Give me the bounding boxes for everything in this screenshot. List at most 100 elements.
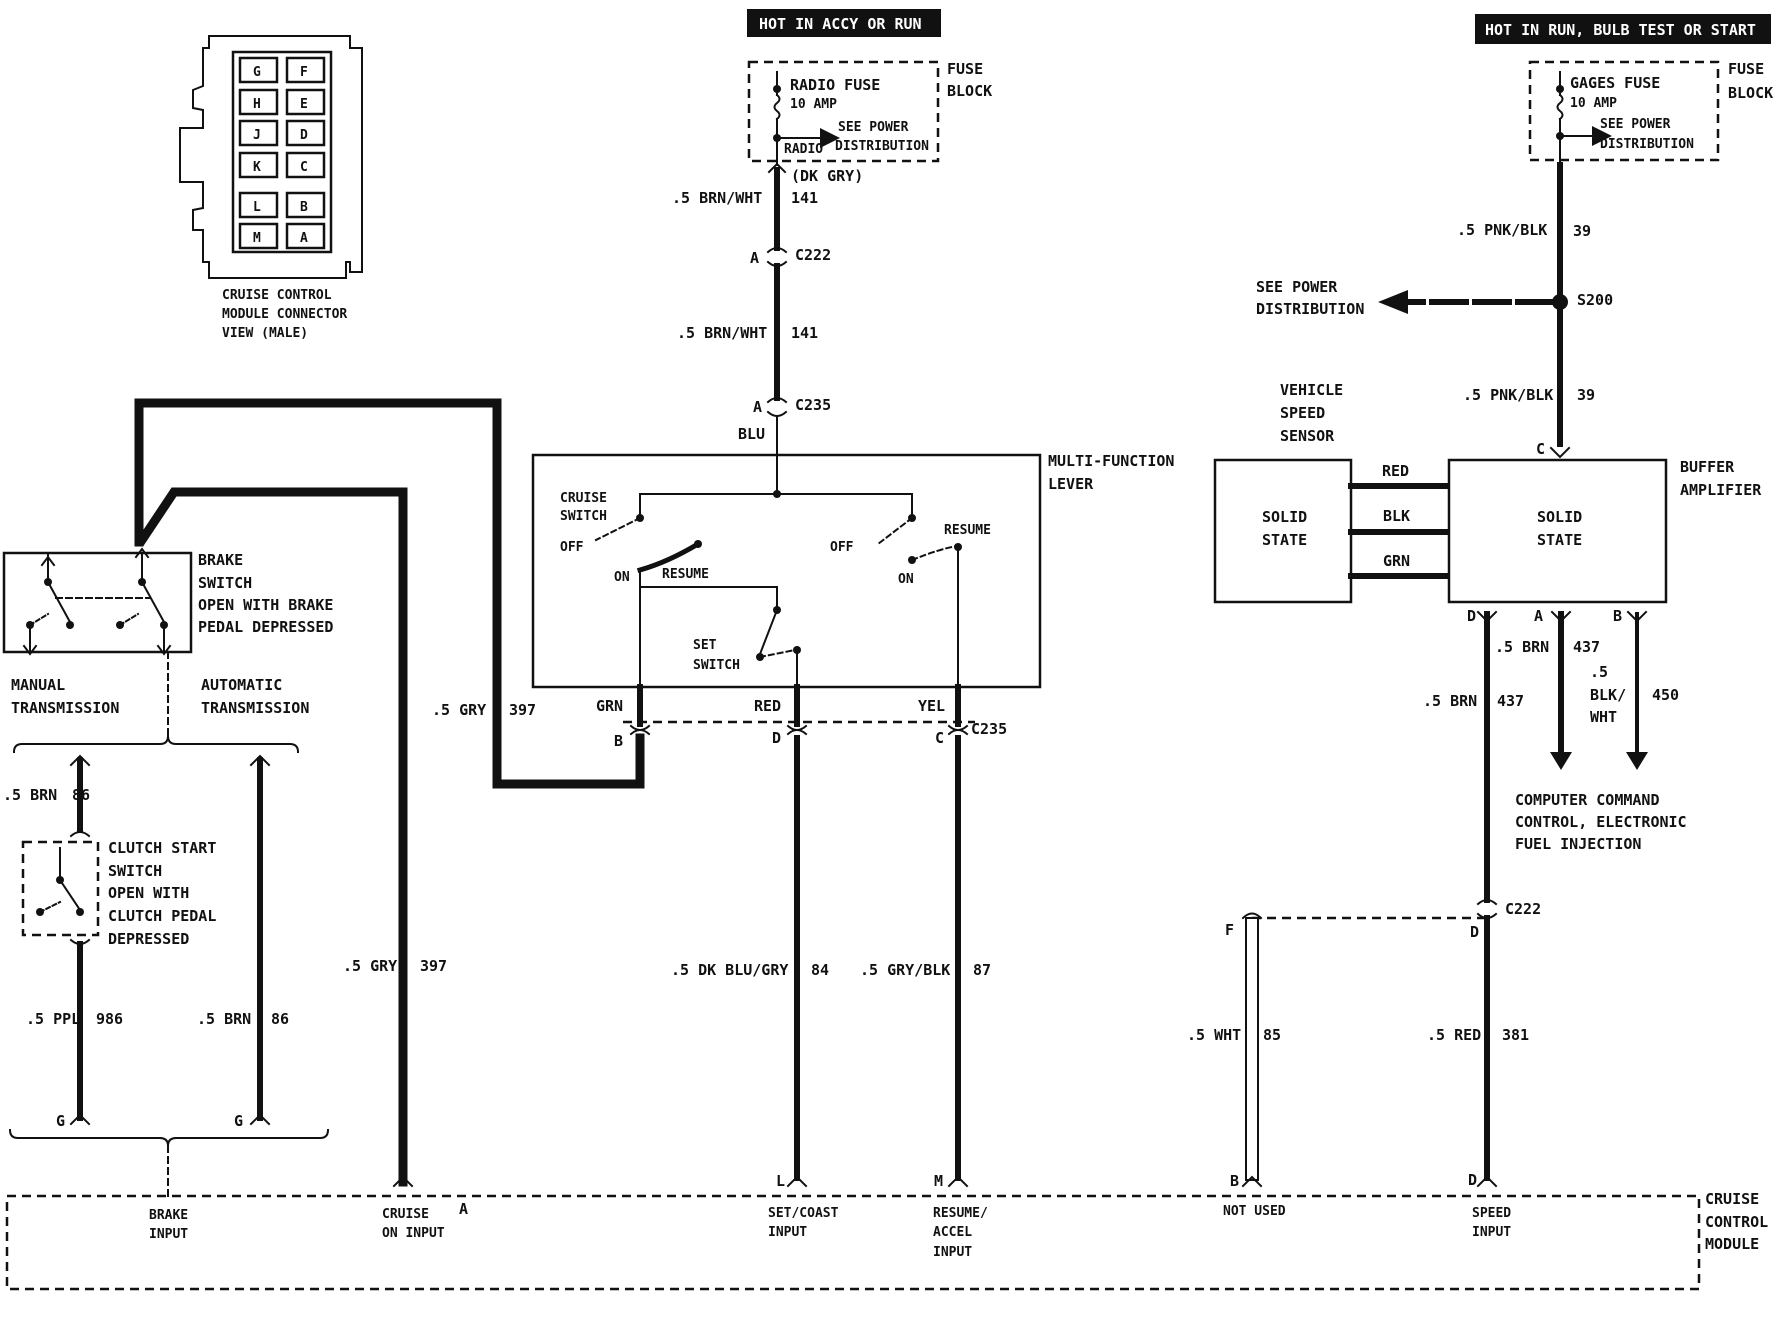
connector-pin-label: L (253, 200, 261, 215)
svg-text:450: 450 (1652, 686, 1679, 704)
svg-text:VIEW (MALE): VIEW (MALE) (222, 326, 308, 341)
connector-pin-label: G (253, 65, 261, 80)
wire-141: (DK GRY) .5 BRN/WHT 141 A C222 .5 BRN/WH… (672, 162, 863, 457)
svg-text:.5 BRN: .5 BRN (1495, 638, 1549, 656)
svg-text:.5 PNK/BLK: .5 PNK/BLK (1463, 386, 1553, 404)
hot-run-bulb-start-label: HOT IN RUN, BULB TEST OR START (1475, 14, 1771, 44)
svg-text:381: 381 (1502, 1026, 1529, 1044)
connector-pin-label: J (253, 128, 261, 143)
svg-text:SOLID: SOLID (1537, 508, 1582, 526)
connector-pin-box (285, 119, 326, 147)
svg-text:BUFFER: BUFFER (1680, 458, 1735, 476)
svg-text:437: 437 (1497, 692, 1524, 710)
svg-text:SOLID: SOLID (1262, 508, 1307, 526)
svg-text:MODULE CONNECTOR: MODULE CONNECTOR (222, 307, 347, 322)
svg-text:.5: .5 (1590, 663, 1608, 681)
svg-text:CRUISE: CRUISE (560, 491, 607, 506)
svg-text:MANUAL: MANUAL (11, 676, 65, 694)
svg-text:INPUT: INPUT (1472, 1225, 1511, 1240)
svg-text:NOT USED: NOT USED (1223, 1204, 1286, 1219)
svg-text:ON: ON (614, 570, 630, 585)
svg-text:D: D (1467, 607, 1476, 625)
connector-c222-lower: C222 D F (1225, 899, 1541, 941)
wire-84: .5 DK BLU/GRY 84 L (671, 735, 829, 1190)
svg-text:MODULE: MODULE (1705, 1235, 1759, 1253)
radio-fuse-label: RADIO FUSE (790, 76, 880, 94)
connector-pin-box (285, 222, 326, 250)
svg-text:A: A (750, 249, 759, 267)
svg-text:B: B (1230, 1172, 1239, 1190)
connector-pin-box (238, 56, 279, 84)
svg-text:10 AMP: 10 AMP (1570, 96, 1617, 111)
svg-text:STATE: STATE (1262, 531, 1307, 549)
automatic-branch: .5 BRN 86 G (197, 754, 289, 1130)
svg-text:LEVER: LEVER (1048, 475, 1094, 493)
svg-text:SPEED: SPEED (1280, 404, 1325, 422)
connector-c222-top: C222 (795, 246, 831, 264)
svg-text:YEL: YEL (918, 697, 945, 715)
wire-87: .5 GRY/BLK 87 M (860, 735, 991, 1190)
svg-text:85: 85 (1263, 1026, 1281, 1044)
svg-text:CRUISE CONTROL: CRUISE CONTROL (222, 288, 332, 303)
svg-text:OPEN WITH: OPEN WITH (108, 884, 189, 902)
svg-text:BRAKE: BRAKE (149, 1208, 188, 1223)
connector-pin-label: C (300, 160, 308, 175)
connector-pin-box (238, 88, 279, 116)
connector-pin-label: B (300, 200, 308, 215)
svg-text:C: C (1536, 440, 1545, 458)
brake-input-bracket (8, 1128, 330, 1199)
svg-text:.5 PPL: .5 PPL (26, 1010, 80, 1028)
svg-text:CONTROL: CONTROL (1705, 1213, 1768, 1231)
svg-text:G: G (234, 1112, 243, 1130)
connector-pin-label: K (253, 160, 261, 175)
svg-text:ON INPUT: ON INPUT (382, 1226, 445, 1241)
wire-39: .5 PNK/BLK 39 S200 .5 PNK/BLK 39 C SEE P… (1256, 162, 1613, 459)
svg-text:SWITCH: SWITCH (198, 574, 252, 592)
svg-text:L: L (776, 1172, 785, 1190)
svg-text:A: A (1534, 607, 1543, 625)
svg-text:BLU: BLU (738, 425, 765, 443)
svg-text:GAGES FUSE: GAGES FUSE (1570, 74, 1660, 92)
svg-text:141: 141 (791, 189, 818, 207)
svg-text:SENSOR: SENSOR (1280, 427, 1335, 445)
connector-pin-box (238, 119, 279, 147)
svg-text:(DK GRY): (DK GRY) (791, 167, 863, 185)
svg-text:FUEL INJECTION: FUEL INJECTION (1515, 835, 1641, 853)
svg-text:AMPLIFIER: AMPLIFIER (1680, 481, 1762, 499)
svg-text:RESUME: RESUME (944, 523, 991, 538)
svg-text:.5 WHT: .5 WHT (1187, 1026, 1241, 1044)
svg-text:INPUT: INPUT (768, 1225, 807, 1240)
svg-text:87: 87 (973, 961, 991, 979)
svg-text:SEE POWER: SEE POWER (1600, 117, 1671, 132)
svg-text:86: 86 (72, 786, 90, 804)
svg-text:986: 986 (96, 1010, 123, 1028)
svg-text:SEE POWER: SEE POWER (838, 120, 909, 135)
svg-text:.5 BRN: .5 BRN (1423, 692, 1477, 710)
svg-text:.5 BRN/WHT: .5 BRN/WHT (672, 189, 762, 207)
svg-text:WHT: WHT (1590, 708, 1617, 726)
svg-text:DISTRIBUTION: DISTRIBUTION (1600, 137, 1694, 152)
transmission-selector: MANUAL TRANSMISSION AUTOMATIC TRANSMISSI… (11, 651, 309, 754)
svg-text:INPUT: INPUT (933, 1245, 972, 1260)
svg-text:.5 BRN: .5 BRN (197, 1010, 251, 1028)
svg-text:86: 86 (271, 1010, 289, 1028)
svg-text:RESUME: RESUME (662, 567, 709, 582)
svg-text:STATE: STATE (1537, 531, 1582, 549)
wire-397-module: .5 GRY 397 (343, 957, 447, 1188)
svg-text:TRANSMISSION: TRANSMISSION (201, 699, 309, 717)
svg-text:D: D (1470, 923, 1479, 941)
svg-text:COMPUTER COMMAND: COMPUTER COMMAND (1515, 791, 1660, 809)
svg-text:CONTROL, ELECTRONIC: CONTROL, ELECTRONIC (1515, 813, 1687, 831)
connector-pin-box (238, 191, 279, 219)
svg-text:BLK: BLK (1383, 507, 1410, 525)
svg-text:F: F (1225, 921, 1234, 939)
svg-text:B: B (1613, 607, 1622, 625)
svg-text:D: D (772, 729, 781, 747)
svg-text:10 AMP: 10 AMP (790, 97, 837, 112)
svg-text:B: B (614, 732, 623, 750)
svg-text:C: C (935, 729, 944, 747)
connector-c235-lower: C235 (971, 720, 1007, 738)
svg-text:TRANSMISSION: TRANSMISSION (11, 699, 119, 717)
wire-85-not-used: .5 WHT 85 B (1187, 912, 1281, 1190)
